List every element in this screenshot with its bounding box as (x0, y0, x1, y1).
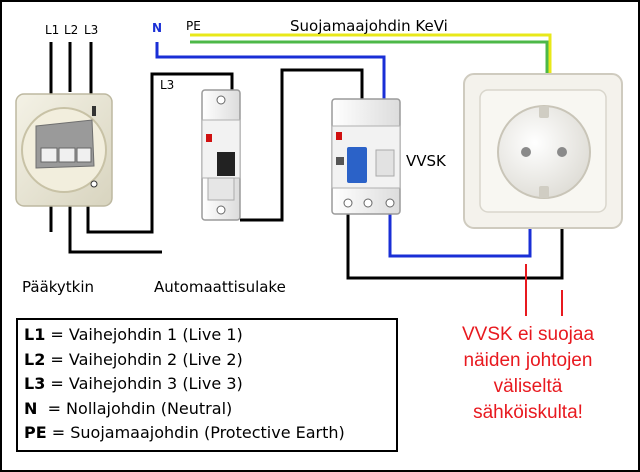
legend-row-n: N = Nollajohdin (Neutral) (24, 397, 396, 422)
legend-row-l1: L1 = Vaihejohdin 1 (Live 1) (24, 323, 396, 348)
legend-row-pe: PE = Suojamaajohdin (Protective Earth) (24, 421, 396, 446)
neutral-wire-in (155, 42, 386, 99)
label-l1: L1 (45, 23, 60, 37)
legend-desc: = Nollajohdin (Neutral) (37, 398, 233, 418)
rcd-device (331, 98, 401, 215)
label-l3-wire: L3 (160, 78, 175, 92)
warning-line: näiden johtojen (463, 350, 593, 371)
main-switch-device (15, 93, 113, 207)
legend-abbr: L2 (24, 349, 46, 369)
socket-device (463, 73, 623, 229)
supply-wires (49, 42, 234, 254)
legend-box: L1 = Vaihejohdin 1 (Live 1) L2 = Vaihejo… (16, 318, 398, 452)
legend-abbr: L3 (24, 374, 46, 394)
label-vvsk: VVSK (406, 152, 446, 170)
warning-text: VVSK ei suojaa näiden johtojen väliseltä… (444, 322, 612, 426)
warning-line: VVSK ei suojaa (461, 324, 595, 345)
legend-desc: = Vaihejohdin 3 (Live 3) (45, 374, 243, 394)
phase-wire-breaker-rcd (240, 68, 364, 222)
breaker-device (201, 89, 241, 221)
legend-desc: = Vaihejohdin 1 (Live 1) (45, 325, 243, 344)
legend-desc: = Suojamaajohdin (Protective Earth) (46, 423, 345, 443)
label-breaker: Automaattisulake (154, 278, 286, 296)
label-l3: L3 (84, 23, 99, 37)
warning-line: sähköiskulta! (473, 402, 583, 423)
label-l2: L2 (64, 23, 79, 37)
legend-abbr: N (24, 398, 38, 418)
label-main-switch: Pääkytkin (22, 278, 95, 296)
label-earth-wire: Suojamaajohdin KeVi (290, 17, 448, 35)
legend-row-l2: L2 = Vaihejohdin 2 (Live 2) (24, 348, 396, 373)
legend-abbr: PE (24, 423, 47, 443)
legend-desc: = Vaihejohdin 2 (Live 2) (45, 349, 243, 369)
legend-abbr: L1 (24, 325, 46, 344)
warning-line: väliseltä (493, 376, 563, 397)
label-pe: PE (186, 19, 201, 33)
legend-row-l3: L3 = Vaihejohdin 3 (Live 3) (24, 372, 396, 397)
label-n: N (152, 21, 163, 35)
